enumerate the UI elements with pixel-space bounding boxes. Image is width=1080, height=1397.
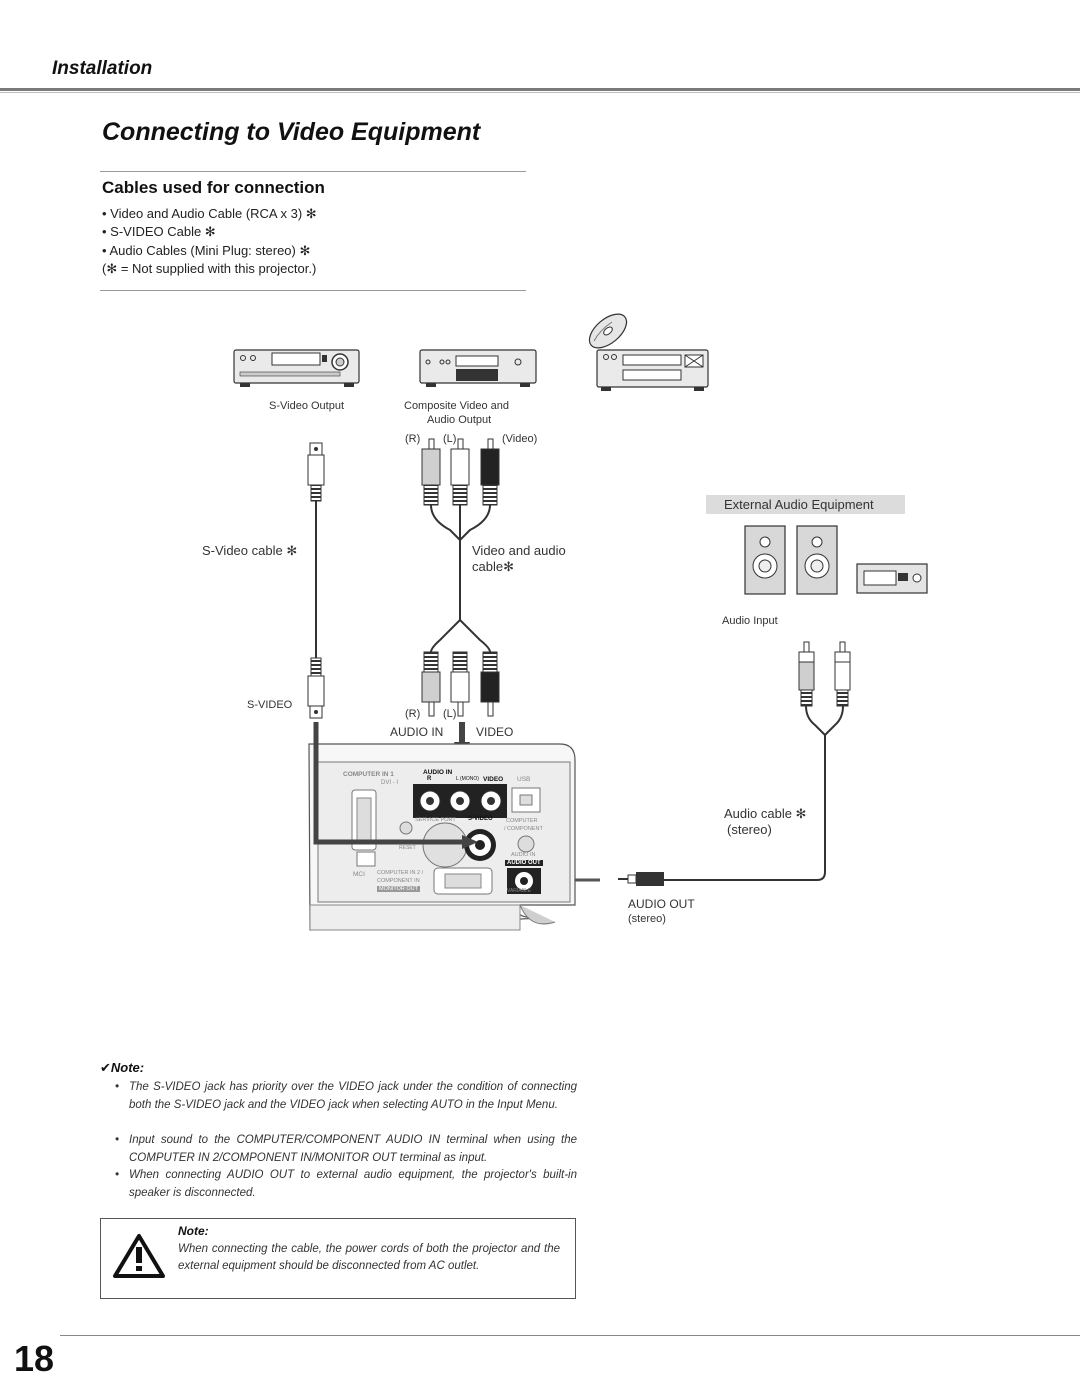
audio-cable-label-2: (stereo) [727, 822, 772, 837]
svideo-cable [307, 442, 325, 719]
panel-l-mono: L (MONO) [456, 776, 479, 782]
cable-item: • S-VIDEO Cable ✻ [102, 224, 216, 239]
cable-item: • Audio Cables (Mini Plug: stereo) ✻ [102, 243, 311, 258]
panel-computer: COMPUTER [506, 818, 538, 824]
panel-service-port: SERVICE PORT [415, 817, 456, 823]
note-item: •Input sound to the COMPUTER/COMPONENT A… [115, 1134, 577, 1164]
cables-heading: Cables used for connection [102, 178, 325, 197]
cables-footnote: (✻ = Not supplied with this projector.) [102, 261, 317, 276]
warning-title: Note: [178, 1224, 209, 1238]
panel-component-in: COMPONENT IN [377, 878, 420, 884]
panel-reset: RESET [399, 845, 416, 851]
header-rule-thin [0, 92, 1080, 93]
section-header: Installation [52, 58, 153, 79]
video-audio-cable-label: Video and audio [472, 543, 566, 558]
video-audio-cable-label-2: cable✻ [472, 559, 514, 574]
plug-l-label: (L) [443, 433, 457, 445]
plug-r-bottom-label: (R) [405, 708, 421, 720]
warning-text: When connecting the cable, the power cor… [178, 1243, 560, 1272]
composite-output-label-2: Audio Output [427, 414, 492, 426]
panel-video: VIDEO [483, 776, 504, 783]
disc-icon [588, 313, 628, 349]
footer-rule [60, 1335, 1080, 1336]
rca-plugs-bottom [421, 651, 500, 717]
audio-out-label: AUDIO OUT [628, 897, 695, 911]
header-rule [0, 88, 1080, 91]
panel-audio-out: AUDIO OUT [505, 860, 543, 866]
panel-computer-in-2: COMPUTER IN 2 / [377, 870, 424, 876]
composite-vcr-device [419, 349, 537, 387]
warning-box [100, 1218, 576, 1299]
page-title: Connecting to Video Equipment [102, 118, 481, 146]
plug-r-label: (R) [405, 433, 421, 445]
panel-mci: MCI [353, 871, 365, 878]
external-audio-box [706, 495, 905, 514]
panel-audio-in: AUDIO IN [423, 769, 453, 776]
panel-audio-in-2: AUDIO IN [511, 852, 536, 858]
speaker-left [744, 525, 786, 595]
projector-rear-panel [308, 722, 576, 931]
panel-r: R [427, 776, 432, 782]
panel-usb: USB [517, 776, 531, 783]
svideo-cable-label: S-Video cable ✻ [202, 543, 298, 558]
speaker-right [796, 525, 838, 595]
cables-bottom-rule [100, 290, 526, 291]
composite-output-label: Composite Video and [404, 400, 509, 412]
svideo-output-label: S-Video Output [269, 400, 345, 412]
video-label: VIDEO [476, 725, 514, 739]
note-item: •The S-VIDEO jack has priority over the … [115, 1081, 577, 1111]
rca-plugs-top [421, 438, 500, 653]
warning-icon [113, 1234, 165, 1278]
svideo-vcr-device [233, 349, 360, 387]
external-audio-label: External Audio Equipment [724, 497, 874, 512]
panel-variable: VARIABLE [507, 888, 532, 894]
page-number: 18 [14, 1338, 55, 1379]
plug-l-bottom-label: (L) [443, 708, 457, 720]
panel-computer-in-1: COMPUTER IN 1 [343, 771, 394, 778]
notes-heading: ✔Note: [100, 1060, 145, 1075]
panel-monitor-out: MONITOR OUT [377, 886, 421, 892]
audio-cable-label: Audio cable ✻ [724, 806, 807, 821]
cables-top-rule [100, 171, 526, 172]
audio-in-label: AUDIO IN [390, 725, 444, 739]
disc-player-device [596, 349, 709, 391]
cable-item: • Video and Audio Cable (RCA x 3) ✻ [102, 206, 317, 221]
audio-out-stereo-label: (stereo) [628, 913, 666, 925]
panel-component: / COMPONENT [504, 826, 543, 832]
note-item: •When connecting AUDIO OUT to external a… [115, 1169, 577, 1199]
audio-input-label: Audio Input [722, 615, 778, 627]
svideo-jack-label: S-VIDEO [247, 699, 293, 711]
panel-s-video: S-VIDEO [468, 816, 493, 822]
plug-video-label: (Video) [502, 433, 538, 445]
panel-dvi: DVI - I [381, 780, 399, 786]
amplifier-device [856, 563, 928, 594]
audio-cable [618, 641, 851, 886]
